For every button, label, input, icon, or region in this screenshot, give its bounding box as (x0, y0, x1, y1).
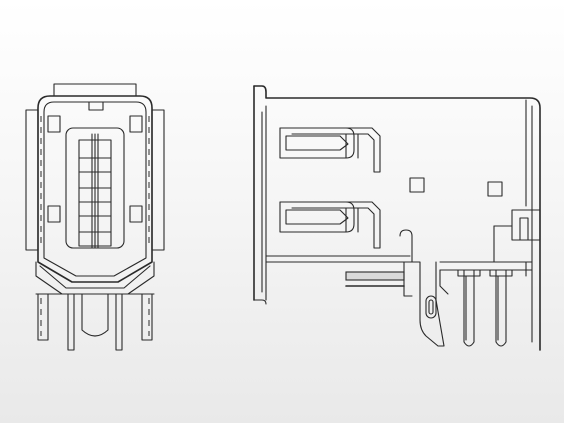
center-post (81, 293, 109, 337)
right-latch-slot (519, 217, 529, 241)
latch-square-tr (129, 115, 143, 133)
lower-clip-spring (279, 201, 381, 249)
mount-hole (425, 295, 437, 319)
top-tab (53, 83, 137, 97)
upper-clip-spring (279, 127, 381, 173)
top-notch (88, 101, 104, 111)
upper-clip-inner (285, 135, 349, 151)
right-flange (151, 109, 165, 251)
latch-square-tl (47, 115, 61, 133)
left-flange (25, 109, 39, 251)
shell-window-2 (487, 181, 503, 197)
upper-clip-outer (279, 127, 355, 159)
pin-a (463, 269, 475, 347)
front-view (25, 83, 165, 351)
mount-leg (399, 229, 445, 347)
pin-base-corner (439, 269, 449, 295)
pin-b-shoulder (489, 269, 513, 277)
inner-shell (43, 101, 147, 277)
shell-window-1 (409, 177, 425, 193)
lower-clip-inner (285, 209, 349, 225)
outer-shell (37, 95, 153, 283)
latch-square-bl (47, 205, 61, 223)
bottom-bar (345, 271, 405, 281)
lower-clip-outer (279, 201, 355, 233)
side-view (253, 85, 541, 351)
pin-a-shoulder (457, 269, 481, 277)
mount-leg-right (141, 293, 153, 341)
mount-leg-step (403, 261, 413, 297)
side-top-edge (253, 85, 541, 351)
latch-square-br (129, 205, 143, 223)
pin-1 (67, 293, 75, 351)
bottom-housing-inner (39, 265, 151, 289)
pin-4 (115, 293, 123, 351)
side-bottom-corner (253, 299, 267, 305)
mount-hole-inner (428, 299, 434, 315)
mount-leg-left (37, 293, 49, 341)
right-latch (511, 209, 541, 241)
pin-b (495, 269, 507, 347)
contact-cells (78, 157, 112, 233)
